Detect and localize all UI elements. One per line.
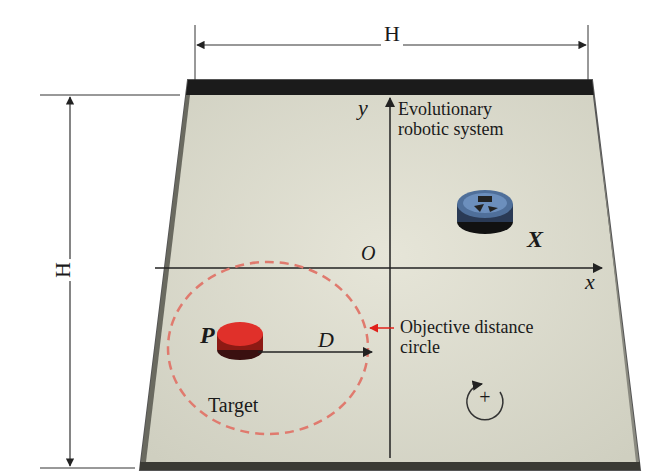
rotation-sign: +	[479, 386, 490, 408]
dimension-label: H	[51, 259, 75, 281]
system-label: Evolutionary robotic system	[398, 100, 518, 140]
target-caption: Target	[208, 394, 258, 416]
axis-label: y	[358, 96, 368, 120]
callout-label: Objective distance circle	[400, 318, 540, 358]
target-label: P	[200, 322, 215, 348]
dimension-label: H	[381, 22, 403, 46]
axis-label: x	[585, 270, 595, 294]
origin-label: O	[361, 242, 375, 264]
robot-label: X	[527, 226, 543, 252]
distance-label: D	[318, 328, 334, 352]
